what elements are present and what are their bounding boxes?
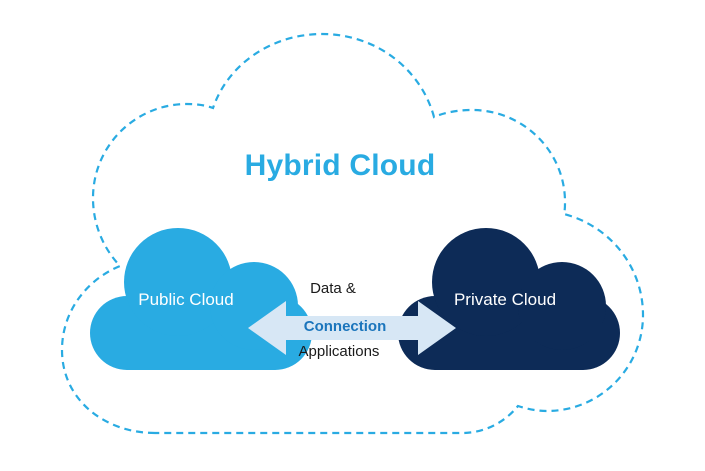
connection-arrow: [248, 301, 456, 355]
public-cloud-label: Public Cloud: [138, 290, 234, 309]
diagram-title: Hybrid Cloud: [244, 149, 436, 182]
hybrid-cloud-outline-path: [60, 32, 645, 435]
private-cloud-body: [398, 228, 620, 370]
connection-data-label: Data &: [310, 280, 356, 297]
private-cloud-shape: [398, 228, 620, 370]
connection-arrow-polygon: [248, 301, 456, 355]
private-cloud-label: Private Cloud: [453, 290, 557, 309]
connection-applications-label: Applications: [298, 343, 380, 360]
connection-label: Connection: [303, 318, 387, 335]
